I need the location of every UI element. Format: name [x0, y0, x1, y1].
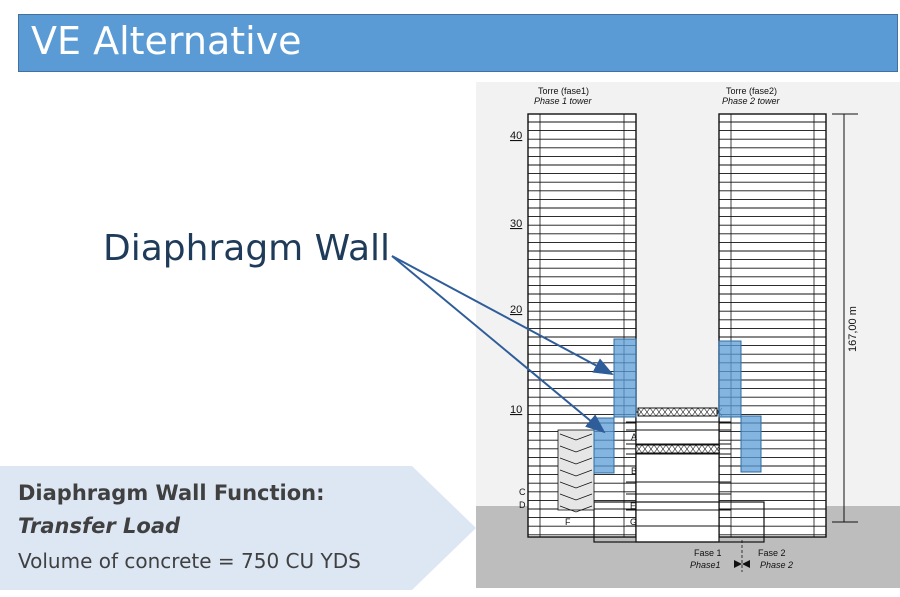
phase1-sublabel: Phase1 [690, 560, 721, 570]
diaphragm-wall-highlight-3 [718, 340, 742, 418]
section-c: C [519, 487, 526, 497]
section-f: F [565, 517, 571, 527]
tower1-sublabel: Phase 1 tower [534, 96, 593, 106]
tower-section-drawing: 167,00 m Torre (fase1) Phase 1 tower Tor… [476, 82, 900, 588]
section-d: D [519, 500, 526, 510]
tower2-sublabel: Phase 2 tower [722, 96, 781, 106]
function-volume: Volume of concrete = 750 CU YDS [18, 549, 361, 573]
phase2-sublabel: Phase 2 [760, 560, 793, 570]
function-panel-shape [0, 466, 476, 590]
function-heading: Diaphragm Wall Function: [18, 481, 325, 505]
floor-mark-40: 40 [510, 130, 522, 142]
floor-mark-20: 20 [510, 304, 522, 316]
floor-mark-30: 30 [510, 218, 522, 230]
diaphragm-wall-label: Diaphragm Wall [103, 228, 391, 269]
stair-hatch [557, 429, 595, 513]
title-bar: VE Alternative [18, 14, 898, 72]
function-panel [0, 462, 478, 592]
tower2-label: Torre (fase2) [726, 86, 777, 96]
section-a: A [631, 432, 637, 442]
section-g: G [630, 517, 637, 527]
tower1-label: Torre (fase1) [538, 86, 589, 96]
tower-phase2 [718, 113, 827, 538]
height-dimension: 167,00 m [847, 306, 859, 352]
phase2-label: Fase 2 [758, 548, 786, 558]
diaphragm-wall-highlight-1 [613, 338, 637, 418]
section-e: E [630, 501, 636, 511]
diaphragm-wall-highlight-2 [593, 417, 615, 474]
phase1-label: Fase 1 [694, 548, 722, 558]
diaphragm-wall-highlight-4 [740, 415, 762, 473]
podium-structure [593, 407, 765, 543]
function-transfer-load: Transfer Load [18, 514, 181, 538]
slide-title: VE Alternative [31, 19, 302, 63]
floor-mark-10: 10 [510, 404, 522, 416]
section-b: B [631, 466, 637, 476]
